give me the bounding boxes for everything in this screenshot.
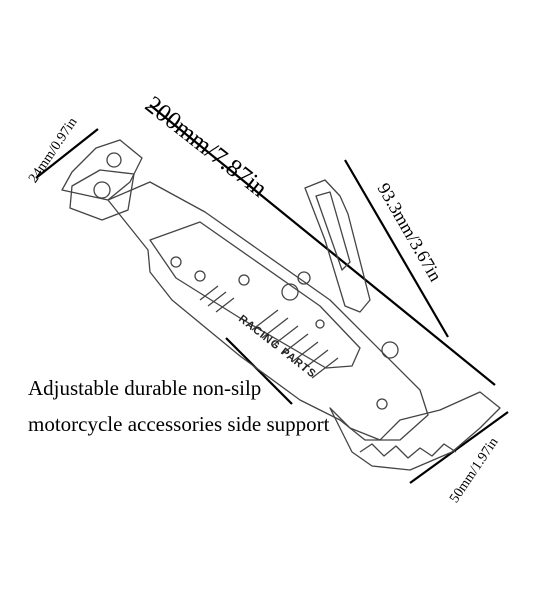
caption-pointer-line [225, 337, 293, 405]
top-width-dimension-line [35, 128, 99, 179]
caption-line-1: Adjustable durable non-silp [28, 376, 262, 400]
height-dimension-line [344, 159, 449, 338]
kickstand-body [61, 139, 501, 471]
bottom-width-dimension-line [409, 411, 509, 484]
caption-line-2: motorcycle accessories side support [28, 412, 330, 436]
length-dimension-line [149, 104, 496, 386]
engraving-text: RACING PARTS [236, 313, 318, 381]
